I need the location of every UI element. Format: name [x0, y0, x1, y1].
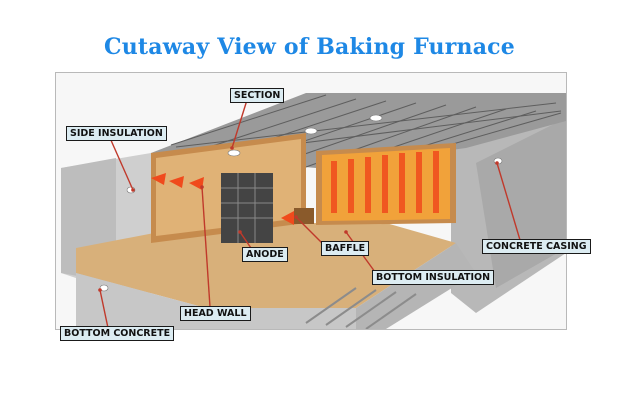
- diagram-title: Cutaway View of Baking Furnace: [104, 34, 515, 60]
- label-head-wall: HEAD WALL: [180, 306, 251, 321]
- label-bottom-insulation: BOTTOM INSULATION: [372, 270, 495, 285]
- label-section: SECTION: [230, 88, 285, 103]
- label-anode: ANODE: [242, 247, 288, 262]
- label-baffle: BAFFLE: [321, 241, 370, 256]
- furnace-cutaway-illustration: [55, 72, 567, 330]
- label-side-insulation: SIDE INSULATION: [66, 126, 167, 141]
- label-concrete-casing: CONCRETE CASING: [482, 239, 591, 254]
- furnace-drawing: [56, 73, 566, 329]
- label-bottom-concrete: BOTTOM CONCRETE: [60, 326, 175, 341]
